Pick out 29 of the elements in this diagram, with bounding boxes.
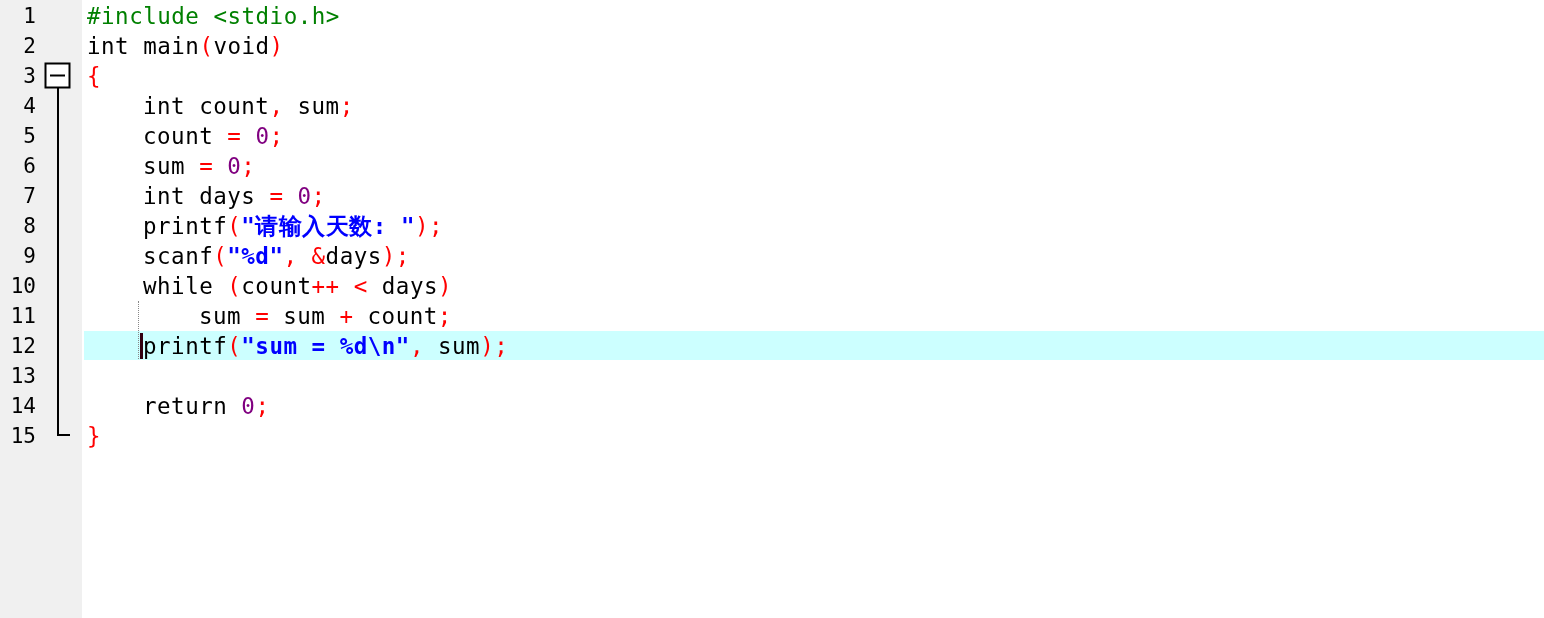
line-number: 7	[22, 183, 36, 210]
line-number: 8	[22, 213, 36, 240]
code-line: while (count++ < days)	[143, 272, 453, 301]
line-number: 1	[22, 3, 36, 30]
code-line: #include <stdio.h>	[87, 2, 340, 31]
code-line: int days = 0;	[143, 182, 326, 211]
line-number: 11	[9, 303, 36, 330]
code-line: count = 0;	[143, 122, 284, 151]
code-line: }	[87, 422, 102, 451]
code-line: printf("请输入天数: ");	[143, 212, 444, 241]
line-number: 15	[9, 423, 36, 450]
line-number: 6	[22, 153, 36, 180]
line-number: 4	[22, 93, 36, 120]
code-line: int count, sum;	[143, 92, 354, 121]
line-number: 2	[22, 33, 36, 60]
code-line: {	[87, 62, 102, 91]
code-line: return 0;	[143, 392, 270, 421]
line-number: 14	[9, 393, 36, 420]
line-number: 13	[9, 363, 36, 390]
line-number: 10	[9, 273, 36, 300]
line-number: 3	[22, 63, 36, 90]
line-number: 12	[9, 333, 36, 360]
code-line: sum = 0;	[143, 152, 256, 181]
code-line: printf("sum = %d\n", sum);	[143, 332, 509, 361]
code-line: int main(void)	[87, 32, 284, 61]
line-number: 9	[22, 243, 36, 270]
code-line: scanf("%d", &days);	[143, 242, 410, 271]
line-number: 5	[22, 123, 36, 150]
code-line: sum = sum + count;	[199, 302, 452, 331]
